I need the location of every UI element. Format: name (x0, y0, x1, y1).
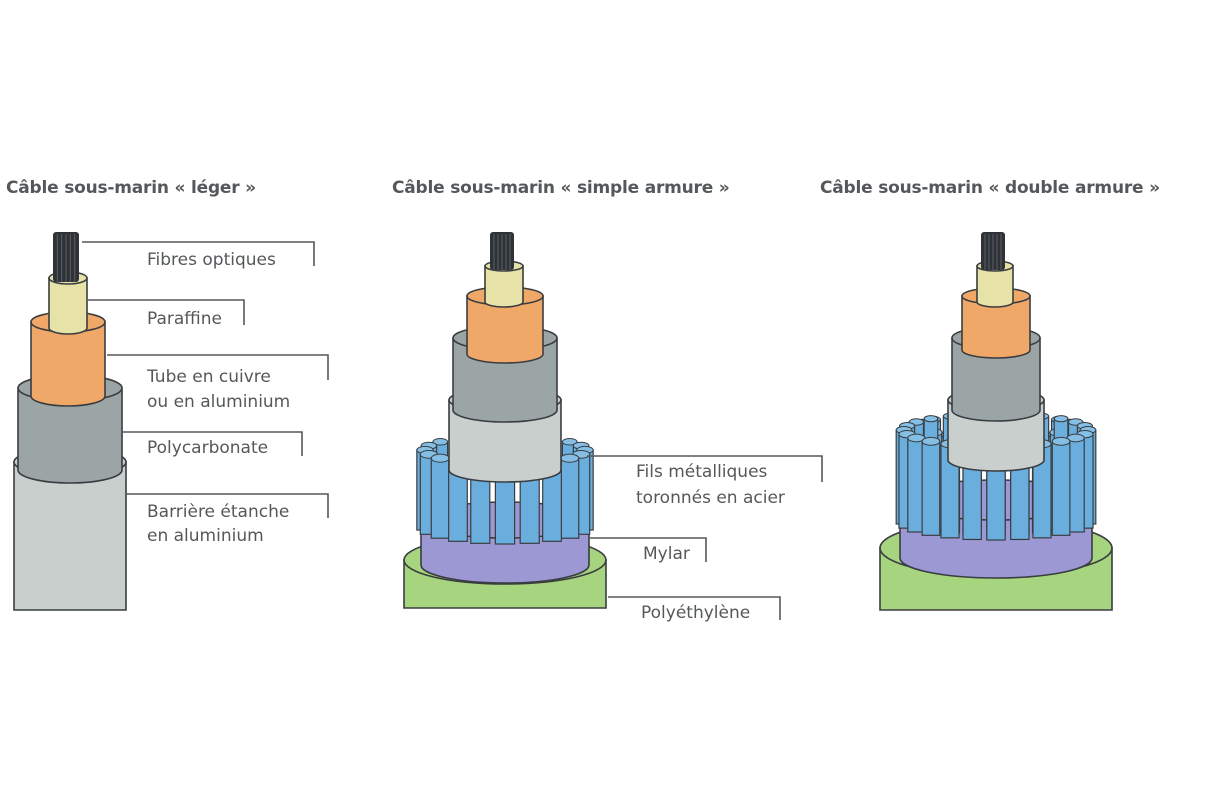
label-copper-tube-line2: ou en aluminium (147, 392, 291, 412)
leader-line (82, 241, 315, 266)
leader-line (590, 537, 707, 562)
double-armour-cable-illustration (879, 232, 1113, 611)
optical-fibers (490, 232, 514, 270)
steel-wires-wire-end (430, 453, 450, 463)
copper-tube-layer-body (466, 295, 544, 364)
steel-wires-wire (1051, 440, 1071, 536)
cable-title-single-armour: Câble sous-marin « simple armure » (392, 178, 730, 198)
leader-line (587, 455, 823, 482)
label-polyethylene: Polyéthylène (641, 603, 751, 623)
label-mylar: Mylar (643, 544, 690, 564)
leader-line (107, 354, 329, 380)
label-copper-tube-line1: Tube en cuivre (147, 367, 271, 387)
steel-wires-wire-end (561, 437, 578, 446)
steel-wires-wire-end (1051, 436, 1071, 446)
leader-line (122, 431, 303, 456)
label-steel-wires-line2: toronnés en acier (636, 488, 785, 508)
steel-wires-wire (430, 457, 450, 539)
leader-line (126, 493, 329, 518)
label-aluminium-barrier-line1: Barrière étanche (147, 502, 290, 522)
leader-lines (82, 241, 823, 620)
paraffin-layer-body (48, 277, 88, 335)
steel-wires-wire (560, 457, 580, 539)
leader-line (608, 596, 781, 620)
label-optical-fibers: Fibres optiques (147, 250, 276, 270)
polycarbonate-layer-body (17, 387, 123, 484)
label-paraffin: Paraffine (147, 309, 222, 329)
copper-tube-layer-body (961, 295, 1031, 359)
optical-fibers (981, 232, 1005, 270)
aluminium-barrier-layer-body (13, 461, 127, 611)
polycarbonate-layer-body (951, 337, 1041, 422)
cable-title-light: Câble sous-marin « léger » (6, 178, 256, 198)
optical-fibers (53, 232, 79, 282)
paraffin-layer-body (484, 265, 524, 308)
steel-wires-wire-end (923, 415, 939, 423)
steel-wires-wire-end (432, 437, 449, 446)
paraffin-layer-body (976, 265, 1014, 308)
steel-wires-wire-end (1053, 415, 1069, 423)
label-steel-wires-line1: Fils métalliques (636, 462, 768, 482)
light-cable-illustration (13, 232, 127, 611)
copper-tube-layer-body (30, 321, 106, 407)
single-armour-cable-illustration (403, 232, 607, 609)
steel-wires-wire-end (560, 453, 580, 463)
label-aluminium-barrier-line2: en aluminium (147, 526, 264, 546)
steel-wires-wire (921, 440, 941, 536)
label-polycarbonate: Polycarbonate (147, 438, 269, 458)
steel-wires-wire-end (921, 436, 941, 446)
cable-title-double-armour: Câble sous-marin « double armure » (820, 178, 1160, 198)
leader-line (88, 299, 245, 325)
